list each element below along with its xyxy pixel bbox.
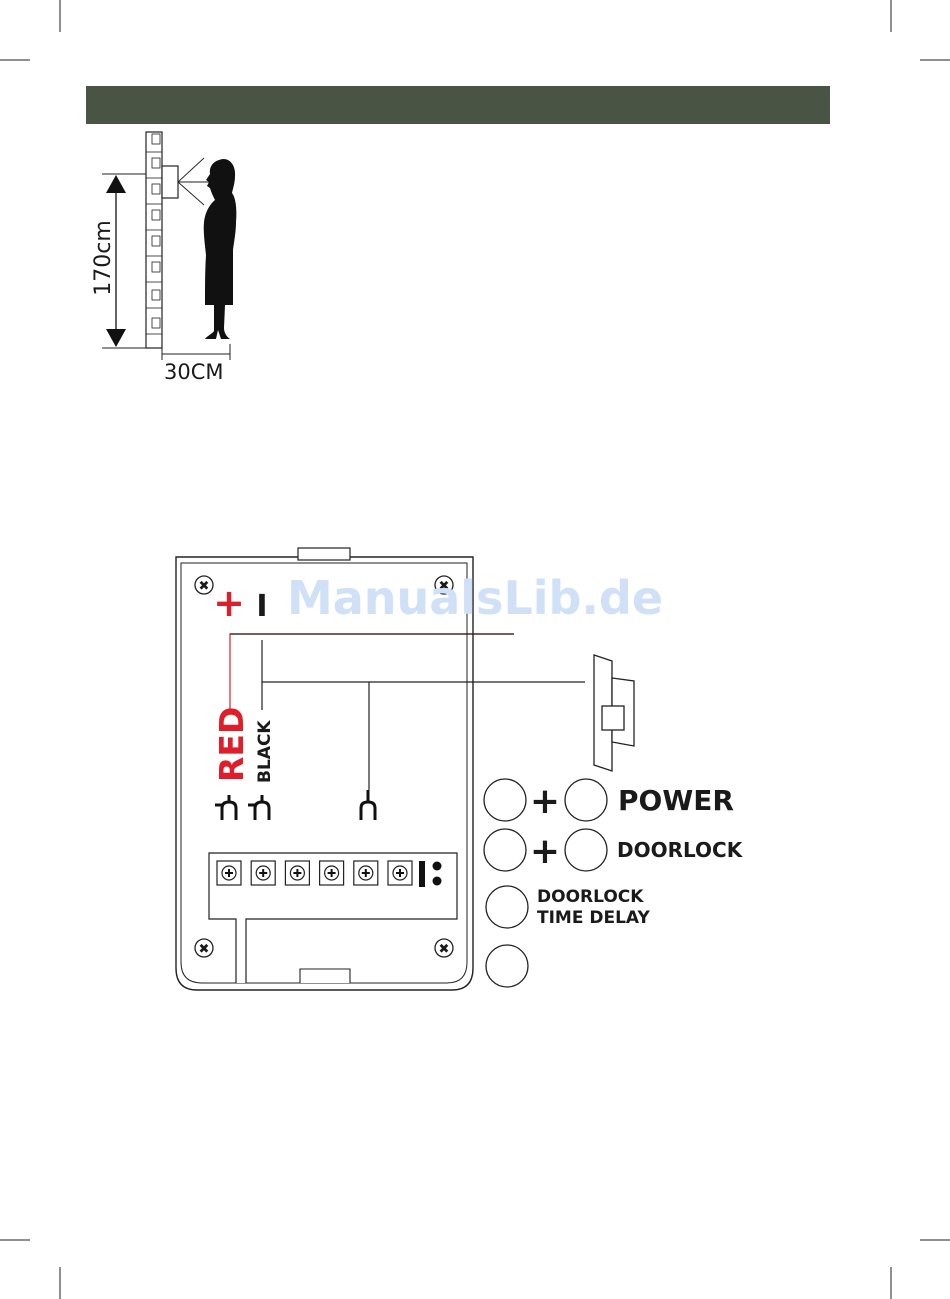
legend-row-blank	[486, 945, 528, 987]
svg-text:+: +	[530, 781, 560, 822]
legend-row-doorlock: + DOORLOCK	[484, 829, 744, 872]
legend-doorlock-label: DOORLOCK	[617, 838, 744, 862]
legend-time-delay-line1: DOORLOCK	[537, 887, 644, 907]
svg-text:+: +	[530, 831, 560, 872]
legend-power-label: POWER	[618, 784, 734, 817]
legend-row-power: + POWER	[484, 779, 734, 822]
legend-time-delay-line2: TIME DELAY	[537, 908, 650, 928]
legend-row-time-delay: DOORLOCK TIME DELAY	[486, 886, 650, 928]
